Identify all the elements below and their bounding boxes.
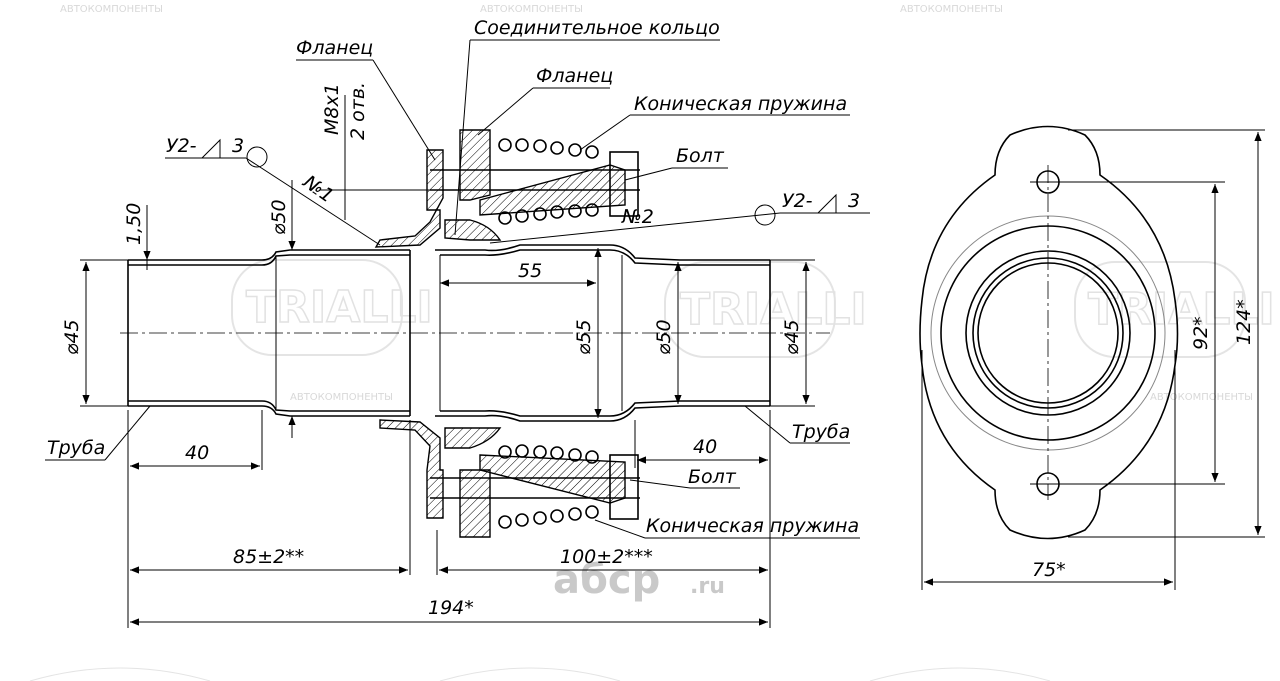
dim-d45-left: ⌀45 — [61, 319, 83, 355]
label-no1: №1 — [298, 171, 338, 208]
label-no2: №2 — [621, 206, 654, 228]
dim-len-85: 85±2** — [233, 546, 304, 568]
label-thread: M8x1 — [321, 83, 343, 135]
trialli-watermark-center: TRIALLI — [664, 261, 868, 358]
label-pipe-left: Труба — [47, 437, 105, 459]
dim-len-194: 194* — [428, 597, 474, 619]
flange-bottom — [379, 419, 640, 538]
label-weld-right: У2- — [782, 190, 813, 212]
spring-top — [498, 138, 599, 225]
trialli-brand-left: TRIALLI — [246, 282, 433, 333]
label-holes: 2 отв. — [347, 82, 369, 140]
dim-d50-right: ⌀50 — [653, 319, 675, 355]
dim-width-75: 75* — [1032, 559, 1066, 581]
label-bolt-bottom: Болт — [688, 466, 737, 488]
dimensions-section — [80, 180, 815, 628]
dim-len-40-right: 40 — [693, 436, 717, 458]
flange-front-view: 92* 124* 75* — [919, 125, 1265, 590]
dim-len-40-left: 40 — [185, 442, 209, 464]
abcp-logo-ru: .ru — [690, 574, 725, 599]
label-weld-left-size: 3 — [232, 135, 244, 157]
label-weld-left: У2- — [166, 135, 197, 157]
abcp-logo: aбcp .ru — [553, 557, 725, 603]
dim-len-55: 55 — [518, 260, 542, 282]
label-conical-spring-top: Коническая пружина — [634, 93, 847, 115]
label-bolt-top: Болт — [676, 145, 725, 167]
watermark-sub-top-center: АВТОКОМПОНЕНТЫ — [480, 4, 583, 15]
label-connecting-ring: Соединительное кольцо — [474, 17, 720, 39]
dim-d55: ⌀55 — [573, 319, 595, 355]
label-pipe-right: Труба — [792, 421, 850, 443]
watermark-sub-top-right: АВТОКОМПОНЕНТЫ — [900, 4, 1003, 15]
leaders — [45, 39, 870, 539]
watermark-sub-mid-left: АВТОКОМПОНЕНТЫ — [290, 392, 393, 403]
abcp-logo-text: aбcp — [553, 557, 660, 603]
watermark-sub-top-left: АВТОКОМПОНЕНТЫ — [60, 4, 163, 15]
trialli-brand-center: TRIALLI — [680, 284, 867, 335]
flange-top — [374, 129, 640, 248]
label-flange-right: Фланец — [536, 65, 613, 87]
label-conical-spring-bottom: Коническая пружина — [646, 515, 859, 537]
dim-wall: 1,50 — [123, 203, 145, 245]
dim-holes-92: 92* — [1190, 316, 1212, 350]
dim-d50-left: ⌀50 — [268, 199, 290, 235]
watermark-sub-mid-right: АВТОКОМПОНЕНТЫ — [1150, 392, 1253, 403]
dim-height-124: 124* — [1233, 299, 1255, 345]
trialli-watermark-left: TRIALLI — [231, 259, 434, 356]
dim-d45-right: ⌀45 — [781, 319, 803, 355]
label-weld-right-size: 3 — [848, 190, 860, 212]
label-flange-left: Фланец — [296, 37, 373, 59]
left-pipe — [127, 249, 411, 417]
spring-bottom — [498, 444, 599, 529]
right-pipe — [435, 244, 771, 422]
dim-len-100: 100±2*** — [560, 546, 653, 568]
